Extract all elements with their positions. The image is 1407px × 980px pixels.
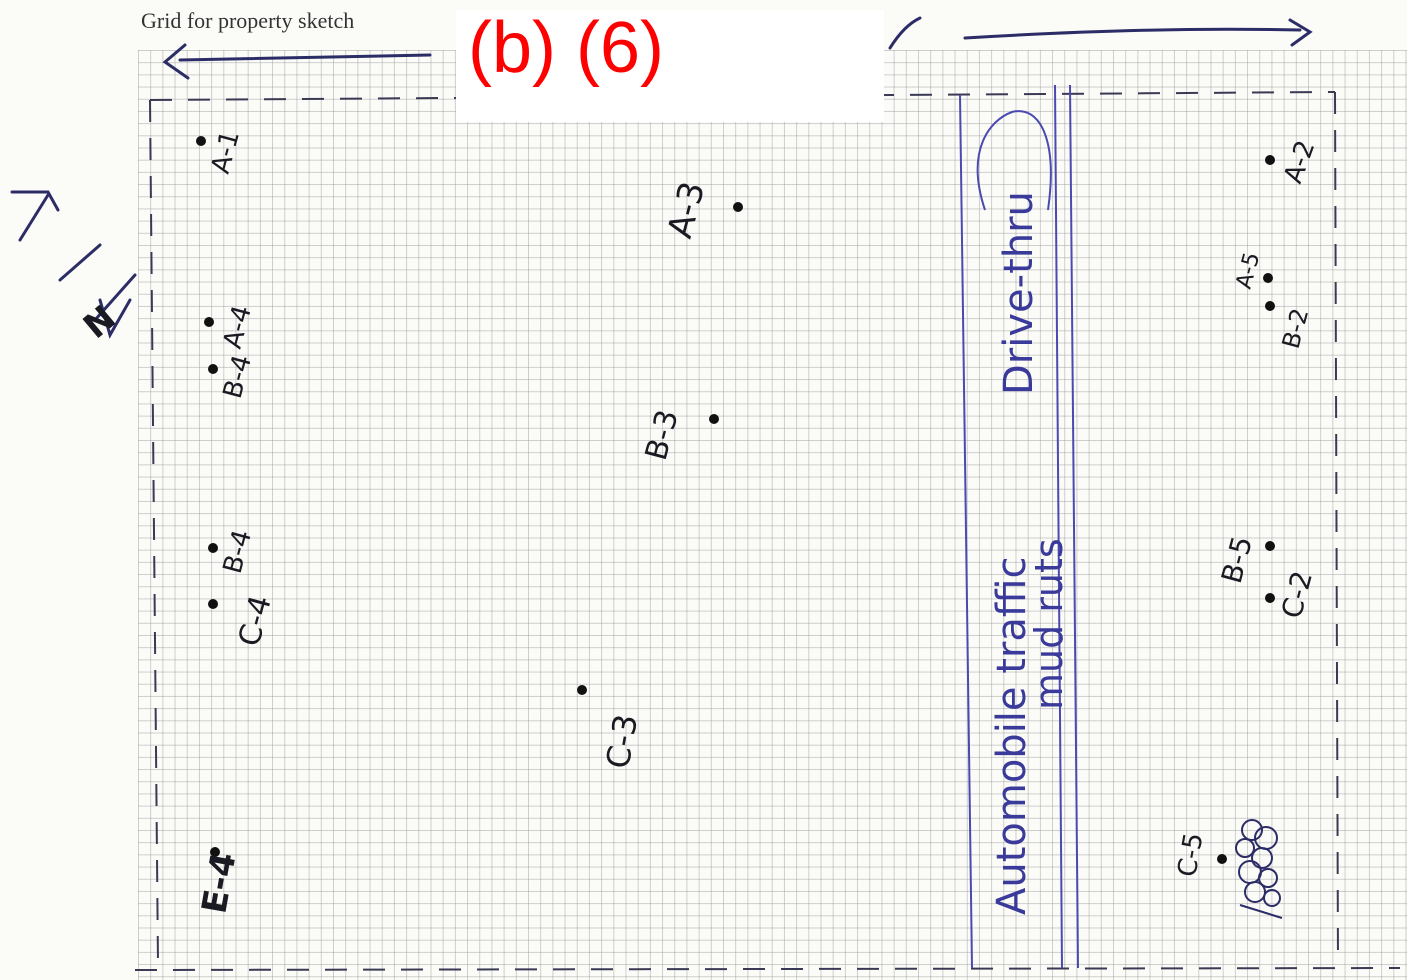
sample-dot-b4 — [208, 543, 218, 553]
label-e4: E-4 — [194, 850, 244, 917]
label-a5: A-5 — [1232, 250, 1266, 292]
label-b2: B-2 — [1277, 305, 1315, 351]
sample-dot-a3 — [733, 202, 743, 212]
label-c5: C-5 — [1172, 831, 1209, 880]
sample-dot-e4 — [210, 847, 220, 857]
label-a1: A-1 — [206, 127, 246, 176]
north-arrow — [10, 190, 137, 339]
property-boundary — [134, 91, 1401, 971]
grid-title: Grid for property sketch — [141, 8, 355, 33]
label-b5: B-5 — [1215, 533, 1259, 587]
scribble-cluster — [1235, 819, 1283, 919]
part-label: (b) (6) — [468, 8, 664, 88]
label-b4-top: B-4 — [218, 352, 258, 402]
label-c4: C-4 — [232, 592, 279, 650]
sample-dots — [196, 136, 1275, 864]
traffic-label-line1: Automobile traffic — [989, 556, 1035, 915]
sample-dot-c2 — [1265, 593, 1275, 603]
north-arrow-label: N — [76, 298, 124, 347]
label-b3: B-3 — [639, 406, 686, 464]
frontage-arrows — [162, 16, 1313, 80]
drive-thru-label: Drive-thru — [996, 191, 1042, 395]
sample-dot-c5 — [1217, 854, 1227, 864]
part-label-box — [456, 10, 884, 122]
traffic-label-line2: mud ruts — [1027, 538, 1071, 710]
label-a4: A-4 — [218, 302, 258, 351]
sample-dot-a5 — [1263, 273, 1273, 283]
sample-dot-b3 — [709, 414, 719, 424]
sample-dot-c3 — [577, 685, 587, 695]
sample-dot-b5 — [1265, 541, 1275, 551]
label-c3: C-3 — [598, 711, 645, 771]
sample-dot-a1 — [196, 136, 206, 146]
sample-dot-a2 — [1265, 155, 1275, 165]
sample-dot-b2 — [1265, 301, 1275, 311]
graph-paper-grid — [138, 50, 1407, 980]
sample-dot-c4 — [208, 599, 218, 609]
label-a2: A-2 — [1278, 137, 1321, 188]
label-a3: A-3 — [660, 177, 713, 242]
label-b4: B-4 — [218, 527, 258, 577]
sample-dot-a4 — [204, 317, 214, 327]
label-c2: C-2 — [1275, 567, 1319, 621]
sample-dot-b4-top — [208, 364, 218, 374]
drive-thru-lane — [959, 84, 1079, 969]
